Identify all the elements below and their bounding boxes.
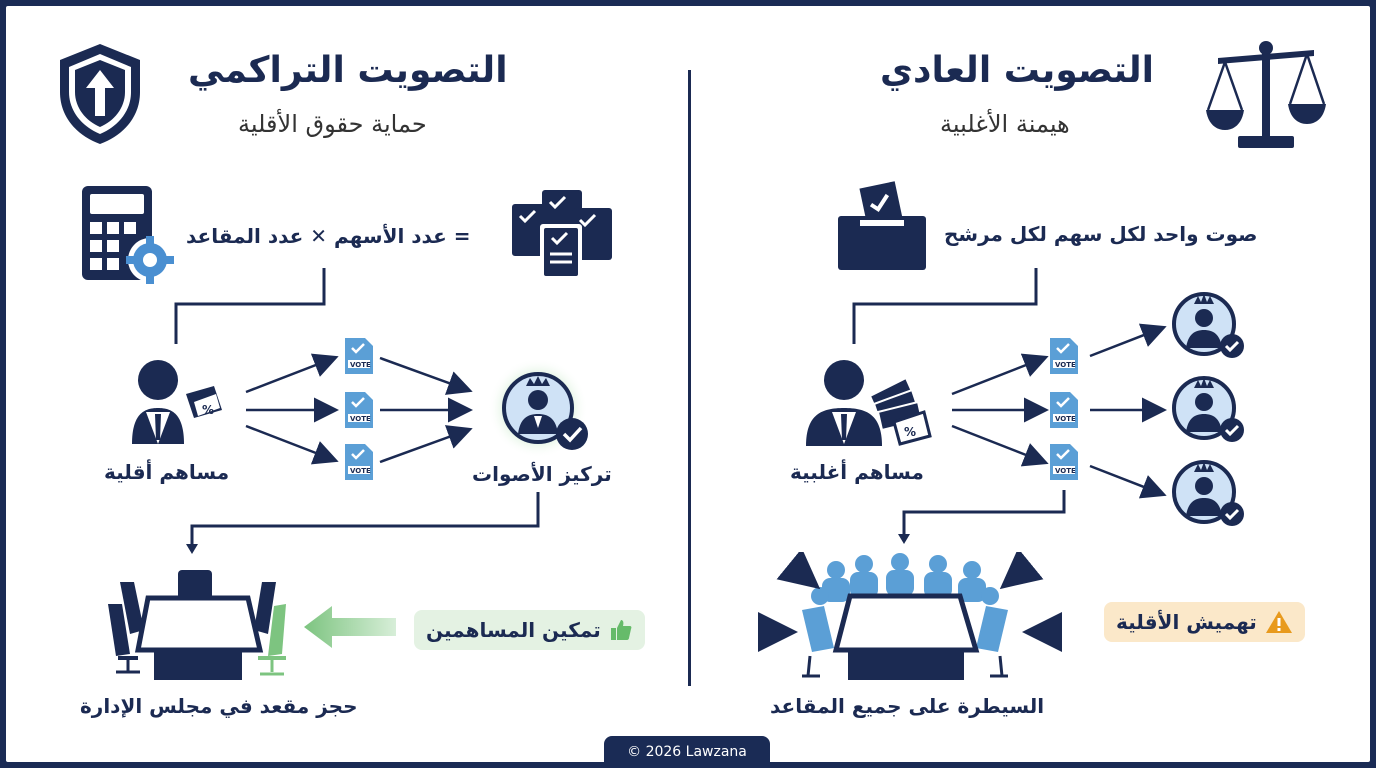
left-formula: = عدد الأسهم ✕ عدد المقاعد [186,224,471,248]
left-concentration-label: تركيز الأصوات [472,462,612,486]
left-shareholder-label: مساهم أقلية [104,460,230,484]
left-vote-arrows [245,353,473,465]
check-badge-icon [556,418,588,450]
empower-label: تمكين المساهمين [426,618,601,642]
crowned-candidate-icon [488,358,588,458]
left-connector-top [174,268,540,554]
empower-badge: تمكين المساهمين [414,610,645,650]
svg-text:%: % [904,425,916,439]
svg-text:VOTE: VOTE [350,467,371,475]
vote-paper-icon: VOTE [345,392,373,428]
crowned-candidate-icon [1172,460,1244,526]
crowned-candidate-icon [1172,376,1244,442]
svg-text:VOTE: VOTE [1055,361,1076,369]
ballot-box-icon [838,181,926,270]
svg-text:VOTE: VOTE [350,415,371,423]
infographic-canvas: التصويت التراكمي حماية حقوق الأقلية = عد… [6,6,1370,762]
left-title: التصويت التراكمي [188,50,508,91]
scales-icon [1206,41,1326,148]
right-subtitle: هيمنة الأغلبية [940,110,1070,138]
vote-paper-icon: VOTE [1050,444,1078,480]
vote-paper-icon: VOTE [345,338,373,374]
documents-check-icon [512,190,612,280]
money-icon: % [868,376,932,446]
svg-text:VOTE: VOTE [1055,415,1076,423]
left-result-label: حجز مقعد في مجلس الإدارة [80,694,358,718]
center-divider [688,70,691,686]
left-subtitle: حماية حقوق الأقلية [238,110,427,138]
footer-credit: © 2026 Lawzana [604,736,770,762]
vote-paper-icon: VOTE [1050,392,1078,428]
right-result-label: السيطرة على جميع المقاعد [770,694,1045,718]
person-icon: % [806,360,932,446]
percent-tag-icon: % [186,386,222,418]
shield-arrow-icon [60,44,140,144]
marginalization-badge: تهميش الأقلية [1104,602,1305,642]
svg-text:%: % [202,403,214,417]
board-table-icon [108,570,286,680]
right-title: التصويت العادي [880,50,1154,91]
vote-paper-icon: VOTE [1050,338,1078,374]
marginalization-label: تهميش الأقلية [1116,610,1257,634]
right-connectors [852,268,1167,544]
right-shareholder-label: مساهم أغلبية [790,460,924,484]
thumbs-up-icon [610,620,632,640]
warning-icon [1265,611,1292,633]
crowned-candidate-icon [1172,292,1244,358]
board-table-icon [758,552,1062,680]
svg-text:VOTE: VOTE [1055,467,1076,475]
svg-text:VOTE: VOTE [350,361,371,369]
green-arrow-icon [304,606,396,648]
vote-paper-icon: VOTE [345,444,373,480]
right-formula: صوت واحد لكل سهم لكل مرشح [944,222,1258,246]
person-icon: % [132,360,222,444]
calculator-gear-icon [82,186,174,284]
